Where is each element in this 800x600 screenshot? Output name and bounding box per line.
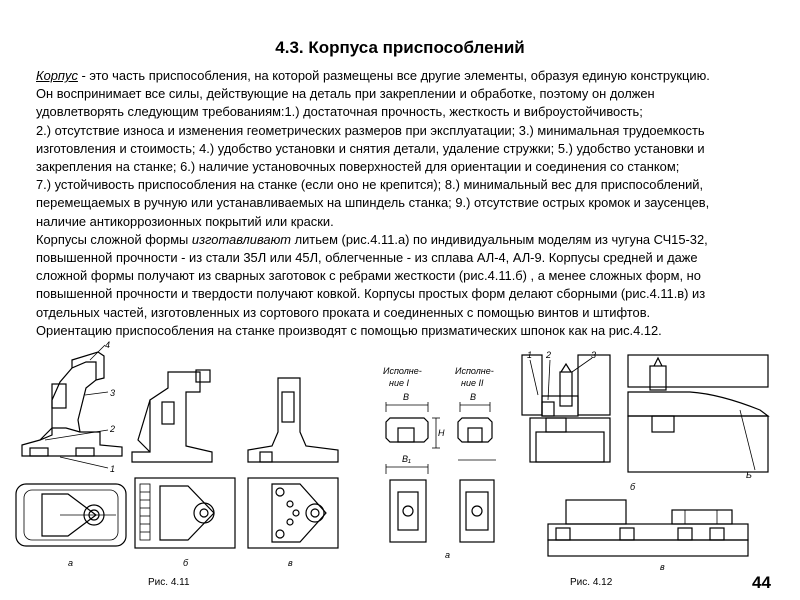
dim-b-2: B — [470, 392, 476, 402]
fig412-sublabel-v: в — [660, 562, 665, 572]
para2-line1-c: литьем (рис.4.11.а) по индивидуальным мо… — [291, 231, 708, 247]
body-text: Корпус - это часть приспособления, на ко… — [36, 67, 780, 340]
fig412-sublabel-b: б — [630, 482, 636, 492]
fig411a-callout-2: 2 — [109, 424, 115, 434]
fig412b-callout-2: 2 — [545, 350, 551, 360]
para1-line2: Он воспринимает все силы, действующие на… — [36, 86, 655, 102]
exec1-line1: Исполне- — [383, 366, 422, 376]
fig411v-assembled-body-drawing — [247, 377, 339, 463]
page-title: 4.3. Корпуса приспособлений — [275, 38, 525, 57]
exec1-line2: ние I — [389, 378, 409, 388]
fig411-sublabel-a: а — [68, 558, 73, 568]
para2-line2: повышенной прочности - из стали 35Л или … — [36, 250, 698, 266]
para2-line1-a: Корпусы сложной формы — [36, 231, 192, 247]
page-number: 44 — [752, 573, 771, 592]
para2-line1-italic: изготавливают — [191, 231, 291, 247]
fig411-sublabel-b: б — [183, 558, 189, 568]
fig411a-callout-4: 4 — [105, 340, 110, 350]
fig412b-callout-1: 1 — [527, 350, 532, 360]
para2-line5: отдельных частей, изготовленных из сорто… — [36, 304, 651, 320]
dim-b1: B₁ — [402, 454, 411, 464]
dim-h: H — [438, 428, 445, 438]
fig411a-callout-1: 1 — [110, 464, 115, 474]
dim-b-1: B — [403, 392, 409, 402]
fig412b-callout-3: 3 — [591, 350, 596, 360]
fig412-right-section — [627, 354, 770, 473]
para1-line3: удовлетворять следующим требованиям:1.) … — [36, 104, 643, 120]
fig411-sublabel-v: в — [288, 558, 293, 568]
fig412a-key-drawings — [385, 402, 496, 543]
fig412v-table-assembly — [547, 499, 749, 557]
para2-line1: Корпусы сложной формы изготавливают лить… — [36, 231, 780, 249]
para1-line8: перемещаемых в ручную или устанавливаемы… — [36, 195, 710, 211]
fig411a-plan-view — [15, 483, 127, 547]
para1-line1: Корпус - это часть приспособления, на ко… — [36, 67, 780, 85]
para1-line6: закрепления на станке; 6.) наличие устан… — [36, 159, 680, 175]
term-korpus: Корпус — [36, 68, 78, 83]
para1-line4: 2.) отсутствие износа и изменения геомет… — [36, 122, 705, 138]
fig411a-cast-body-drawing — [21, 344, 123, 469]
para1-line1-rest: - это часть приспособления, на которой р… — [77, 68, 710, 83]
exec2-line2: ние II — [461, 378, 484, 388]
exec2-line1: Исполне- — [455, 366, 494, 376]
fig411b-plan-view — [134, 477, 236, 549]
para2-line3: сложной формы получают из сварных загото… — [36, 268, 701, 284]
para1-line9: наличие антикоррозионных покрытий или кр… — [36, 213, 334, 229]
fig411a-callout-3: 3 — [110, 388, 115, 398]
fig411v-plan-view — [247, 477, 339, 549]
fig412b-key-in-slot — [521, 354, 611, 463]
fig412-sublabel-a: а — [445, 550, 450, 560]
para1-line7: 7.) устойчивость приспособления на станк… — [36, 177, 704, 193]
fig411b-welded-body-drawing — [131, 369, 213, 463]
figure1-caption: Рис. 4.11 — [148, 577, 190, 588]
fig412-callout-b: Б — [746, 470, 752, 480]
para2-line4: повышенной прочности и твердости получаю… — [36, 286, 706, 302]
figure2-caption: Рис. 4.12 — [570, 577, 613, 588]
para1-line5: изготовления и стоимость; 4.) удобство у… — [36, 140, 705, 156]
para2-line6: Ориентацию приспособления на станке прои… — [36, 322, 662, 338]
